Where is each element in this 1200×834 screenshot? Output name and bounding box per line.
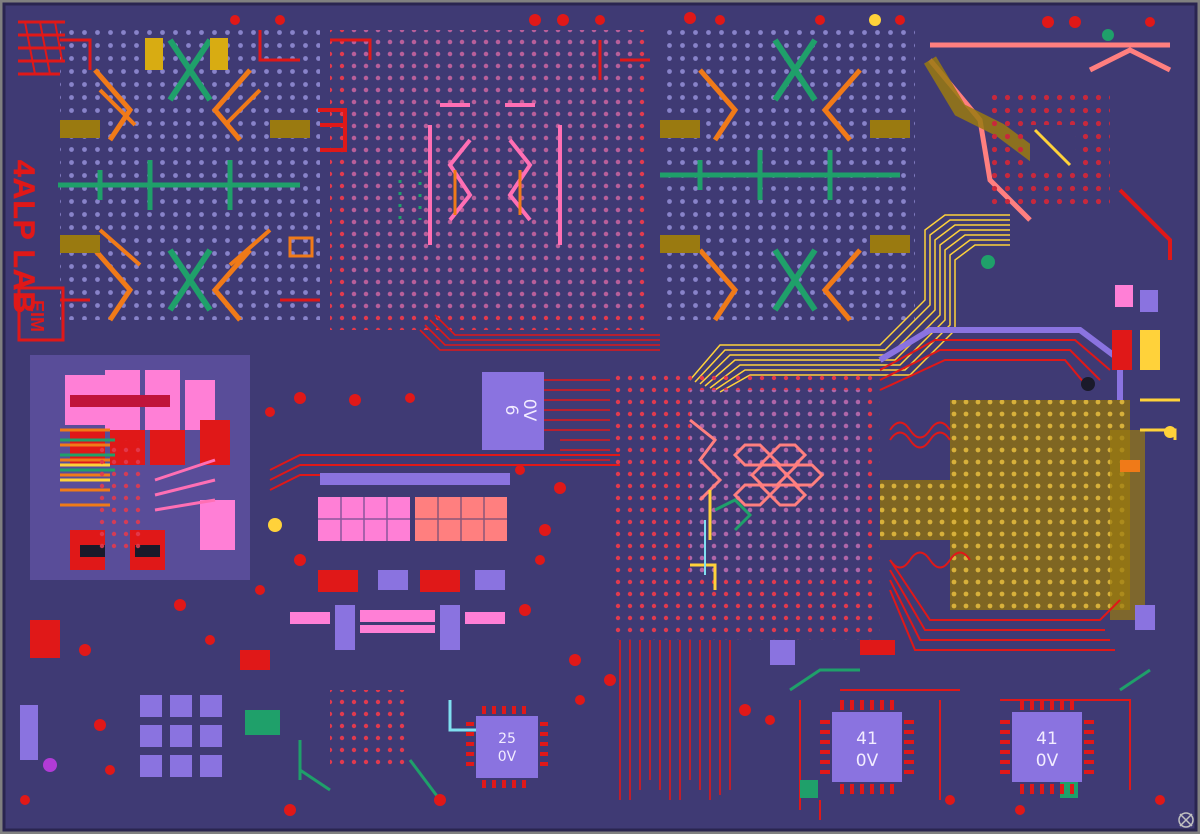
silkscreen-logo: 4ALP LAB EIM bbox=[7, 160, 65, 342]
chip-u-6-line2: 0V bbox=[519, 399, 539, 422]
chip-u-41-a[interactable]: 41 0V bbox=[820, 700, 914, 794]
logo-box-text: EIM bbox=[27, 300, 47, 332]
chip-u-41-b-line1: 41 bbox=[1036, 729, 1058, 749]
colored-test-points bbox=[43, 14, 1176, 772]
rf-switch-block-right bbox=[660, 30, 915, 322]
yellow-bus-traces bbox=[689, 214, 1010, 393]
chip-u-41-a-line1: 41 bbox=[856, 729, 878, 749]
qfn-bottom-right-area bbox=[770, 640, 1151, 820]
chip-u-25-pins bbox=[466, 706, 548, 788]
chip-u-25[interactable]: 25 0V bbox=[466, 706, 548, 788]
qfn-corner-block bbox=[923, 42, 1172, 260]
qfn-bottom-center bbox=[298, 690, 480, 801]
fpga-bga-field-top bbox=[318, 30, 650, 330]
rf-switch-block-left bbox=[58, 30, 320, 322]
power-stage-left bbox=[30, 355, 250, 580]
corner-ornament bbox=[18, 20, 65, 76]
chip-u-6[interactable]: 6 0V bbox=[482, 372, 544, 450]
logo-box bbox=[17, 286, 65, 342]
regulator-array-lower bbox=[290, 570, 505, 650]
chip-u-41-b[interactable]: 41 0V bbox=[1000, 700, 1094, 794]
logo-text: 4ALP LAB bbox=[7, 160, 40, 314]
chip-u-41-a-line2: 0V bbox=[856, 751, 879, 771]
ddr-olive-plane bbox=[878, 285, 1180, 651]
chip-u-25-line2: 0V bbox=[498, 749, 517, 765]
chip-u-41-a-pins bbox=[820, 700, 914, 794]
test-points bbox=[20, 12, 1165, 816]
chip-u-6-line1: 6 bbox=[501, 405, 521, 416]
chip-u-41-b-line2: 0V bbox=[1036, 751, 1059, 771]
mounting-corner-marks bbox=[1178, 812, 1194, 828]
main-bga-center bbox=[419, 314, 880, 800]
chip-u-41-b-pins bbox=[1000, 700, 1094, 794]
chip-u-25-line1: 25 bbox=[498, 731, 516, 747]
bottom-left-pad-grid bbox=[20, 620, 280, 777]
resistor-array-mid bbox=[269, 454, 620, 541]
